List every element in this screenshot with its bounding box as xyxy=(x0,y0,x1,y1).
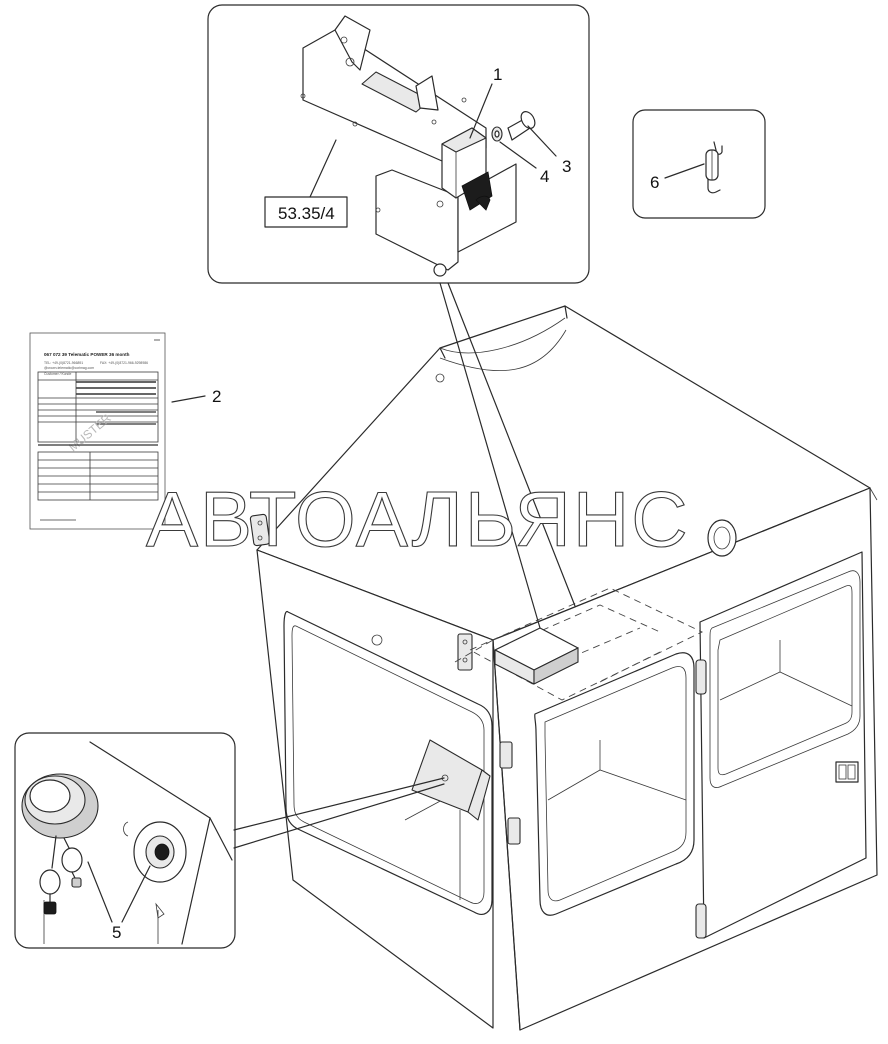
document-item-2: 067 072 39 Telematic POWER 36 month TEL:… xyxy=(29,332,206,530)
callout-4: 4 xyxy=(540,167,549,186)
callout-5: 5 xyxy=(112,923,121,942)
inset-antenna xyxy=(14,732,445,949)
document-fax: FAX: +49-(0)8721-966-9298986 xyxy=(100,361,148,365)
watermark-text: АВТОАЛЬЯНС xyxy=(146,475,690,563)
inset-item-6 xyxy=(632,109,766,219)
cab-body xyxy=(249,305,878,1031)
document-title: 067 072 39 Telematic POWER 36 month xyxy=(44,352,130,357)
callout-2: 2 xyxy=(212,387,221,406)
callout-3: 3 xyxy=(562,157,571,176)
document-tel: TEL: +49-(0)8721-966891 xyxy=(44,361,83,365)
document-section-label: Customer / Kunde xyxy=(44,372,71,376)
reference-53-35-4: 53.35/4 xyxy=(278,204,335,223)
callout-1: 1 xyxy=(493,65,502,84)
document-email: @crown-telematic@corimag.com xyxy=(44,366,94,370)
inset-module xyxy=(207,4,590,629)
callout-6: 6 xyxy=(650,173,659,192)
